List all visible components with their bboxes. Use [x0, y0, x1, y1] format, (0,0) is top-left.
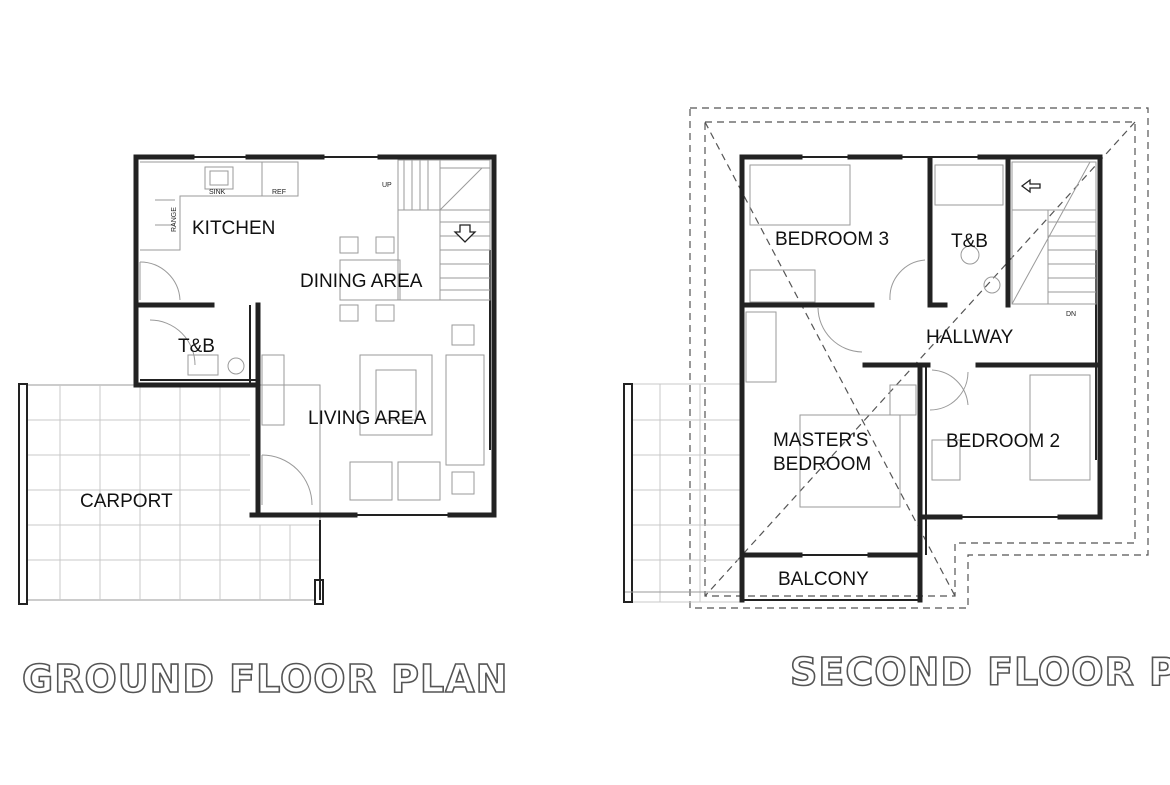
ground-floor-title: GROUND FLOOR PLAN [22, 657, 508, 701]
range-label: RANGE [171, 207, 178, 232]
bedroom-3-label: BEDROOM 3 [775, 229, 889, 250]
dining-area-label: DINING AREA [300, 271, 423, 292]
second-stairs [1011, 161, 1097, 305]
up-label: UP [382, 182, 392, 189]
living-area-label: LIVING AREA [308, 408, 427, 429]
second-interior-walls [739, 157, 1103, 555]
balcony-label: BALCONY [778, 569, 869, 590]
masters-bedroom-label-line2: BEDROOM [773, 454, 871, 475]
second-furniture [745, 164, 1091, 508]
second-tb-fixtures [934, 164, 1004, 294]
hallway-label: HALLWAY [926, 327, 1014, 348]
dining-table-set [339, 236, 401, 322]
carport-label: CARPORT [80, 491, 173, 512]
ground-tb-fixtures [187, 354, 245, 376]
dn-label: DN [1066, 311, 1076, 318]
ground-tb-label: T&B [178, 336, 215, 357]
masters-bedroom-label-line1: MASTER'S [773, 430, 868, 451]
kitchen-label: KITCHEN [192, 218, 275, 239]
living-furniture [261, 324, 485, 501]
ref-label: REF [272, 189, 286, 196]
second-exterior-walls [739, 154, 1103, 603]
carport-slab [18, 383, 324, 605]
second-floor-title: SECOND FLOOR PLAN [790, 650, 1170, 694]
roof-outline [689, 107, 1149, 609]
carport-ghost [623, 383, 744, 603]
ground-stairs [397, 159, 491, 301]
kitchen-counter [140, 161, 299, 251]
second-tb-label: T&B [951, 231, 988, 252]
ground-doors [139, 261, 313, 506]
bedroom-2-label: BEDROOM 2 [946, 431, 1060, 452]
ground-exterior-walls [133, 154, 497, 518]
ground-floor-plan: KITCHEN DINING AREA T&B LIVING AREA CARP… [18, 154, 508, 702]
sink-label: SINK [209, 189, 226, 196]
ground-interior-walls [133, 302, 258, 388]
second-floor-plan: BEDROOM 3 T&B HALLWAY MASTER'S BEDROOM B… [623, 107, 1170, 695]
second-doors [817, 259, 969, 411]
